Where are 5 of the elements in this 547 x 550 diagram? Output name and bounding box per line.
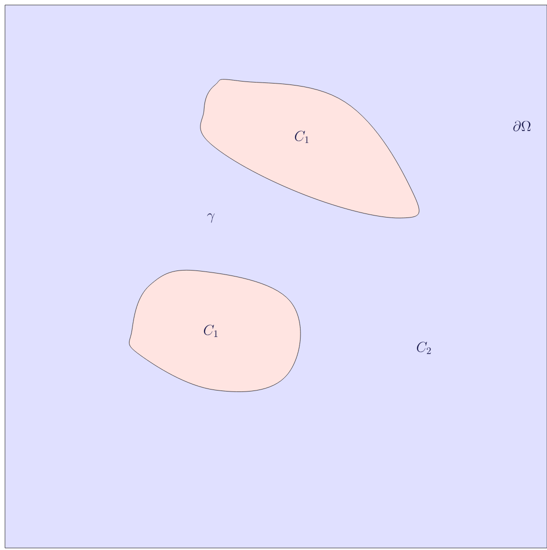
math-label: $C_1$ <box>204 324 218 337</box>
math-label: $C_1$ <box>294 130 308 143</box>
math-label: $\gamma$ <box>207 213 215 223</box>
math-label: $\partial\Omega$ <box>513 120 531 132</box>
math-label: $C_2$ <box>416 342 431 354</box>
